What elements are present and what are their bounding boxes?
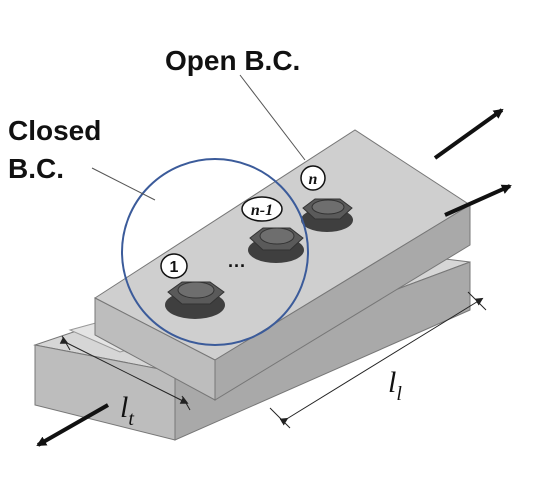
dimension-lt bbox=[59, 335, 191, 411]
dimension-lt-label: lt bbox=[120, 391, 134, 430]
closed-bc-circle bbox=[121, 158, 309, 346]
dimension-ll-label: ll bbox=[388, 366, 402, 405]
closed-bc-label-line1: Closed bbox=[8, 115, 101, 146]
dimension-ll bbox=[269, 291, 487, 429]
bolt-n-minus-1-bubble: n-1 bbox=[241, 196, 283, 222]
bolt-1 bbox=[165, 281, 225, 319]
closed-bc-leader bbox=[91, 167, 156, 201]
bolt-1-label: 1 bbox=[170, 259, 179, 276]
bolt-n-minus-1-label: n-1 bbox=[251, 202, 273, 219]
load-arrow-top-1 bbox=[433, 108, 504, 160]
bolt-n-bubble: n bbox=[300, 165, 326, 191]
bolt-1-bubble: 1 bbox=[160, 253, 188, 279]
load-arrow-bottom bbox=[36, 403, 109, 447]
open-bc-leader bbox=[239, 74, 306, 161]
closed-bc-label-line2: B.C. bbox=[8, 153, 64, 184]
bolt-n-label: n bbox=[309, 171, 318, 188]
bolt-n bbox=[301, 198, 353, 232]
top-plate bbox=[94, 129, 471, 401]
load-arrow-top-2 bbox=[444, 184, 512, 217]
open-bc-label: Open B.C. bbox=[165, 45, 300, 76]
bolt-n-minus-1 bbox=[248, 227, 304, 263]
bolt-ellipsis: ··· bbox=[228, 256, 246, 276]
